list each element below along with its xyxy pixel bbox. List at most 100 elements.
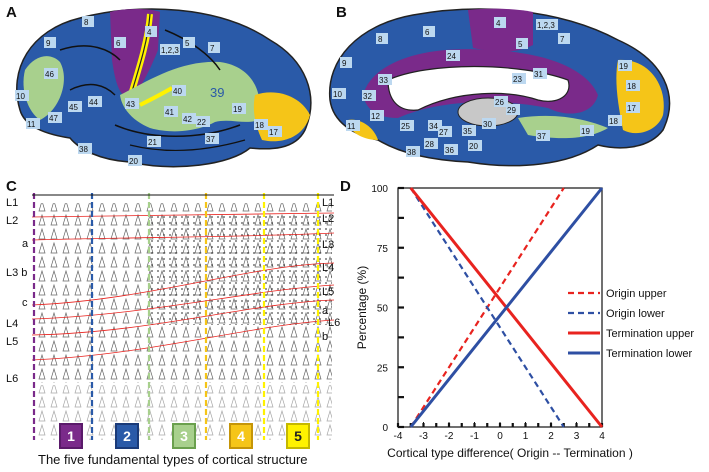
svg-text:4: 4 [147,28,152,37]
svg-text:37: 37 [206,135,215,144]
x-tick-label: 1 [523,431,529,442]
layer-label-right-l6: L6 [328,317,341,329]
svg-text:17: 17 [269,128,278,137]
svg-text:18: 18 [255,121,264,130]
svg-text:44: 44 [89,98,98,107]
svg-text:35: 35 [463,127,472,136]
svg-text:18: 18 [627,82,636,91]
legend-label-3: Termination lower [606,348,693,360]
svg-text:40: 40 [173,87,182,96]
x-tick-label: 4 [599,431,605,442]
x-tick-label: -4 [394,431,403,442]
layer-label-right-l2: L2 [322,213,335,225]
x-tick-label: 3 [574,431,580,442]
series-line-1 [409,187,565,428]
layer-label-l6: L6 [6,373,19,385]
layer-label-right-l4: L4 [322,262,335,274]
svg-text:12: 12 [371,112,380,121]
svg-text:8: 8 [84,18,89,27]
svg-text:10: 10 [333,90,342,99]
layer-label-a: a [22,238,29,250]
y-tick-label: 50 [377,304,389,315]
layer-label-right-a: a [322,305,329,317]
y-axis-label: Percentage (%) [355,266,369,349]
series-line-3 [409,187,604,428]
y-tick-label: 25 [377,363,389,374]
cortical-layers-illustration [31,191,335,441]
svg-text:19: 19 [233,105,242,114]
layer-label-right-l5: L5 [322,286,335,298]
svg-text:5: 5 [518,40,523,49]
cortical-type-5: 5 [286,423,310,449]
svg-text:47: 47 [49,114,58,123]
svg-text:37: 37 [537,132,546,141]
svg-text:27: 27 [439,128,448,137]
svg-text:39: 39 [210,85,224,100]
svg-text:9: 9 [46,39,51,48]
svg-text:24: 24 [447,52,456,61]
svg-text:5: 5 [185,39,190,48]
svg-text:42: 42 [183,115,192,124]
layer-label-l1: L1 [6,197,19,209]
layer-label-c: c [22,297,28,309]
svg-text:17: 17 [627,104,636,113]
lateral-brain-map: 8 4 6 1,2,3 5 7 9 46 10 45 44 43 40 39 4… [15,8,312,168]
svg-text:10: 10 [16,92,25,101]
y-tick-label: 100 [371,184,388,195]
svg-text:20: 20 [469,142,478,151]
svg-text:30: 30 [483,120,492,129]
layer-label-l5: L5 [6,336,19,348]
legend-label-1: Origin lower [606,308,665,320]
svg-text:6: 6 [116,39,121,48]
layer-label-l2: L2 [6,215,19,227]
svg-text:45: 45 [69,103,78,112]
svg-text:19: 19 [619,62,628,71]
svg-text:34: 34 [429,122,438,131]
medial-brain-map: 4 1,2,3 6 8 5 7 9 24 31 23 19 18 33 32 1… [328,8,671,167]
svg-text:7: 7 [560,35,565,44]
svg-text:22: 22 [197,118,206,127]
cortical-type-1: 1 [59,423,83,449]
legend-label-0: Origin upper [606,288,667,300]
svg-text:1,2,3: 1,2,3 [537,21,555,30]
layer-label-right-l1: L1 [322,197,335,209]
svg-text:6: 6 [425,28,430,37]
svg-text:18: 18 [609,117,618,126]
panel-label-a: A [6,4,17,21]
svg-text:36: 36 [445,146,454,155]
plot-frame [397,187,603,428]
x-tick-label: 2 [548,431,554,442]
svg-text:33: 33 [379,76,388,85]
cortical-type-3: 3 [172,423,196,449]
legend-label-2: Termination upper [606,328,694,340]
svg-text:11: 11 [347,122,356,131]
x-tick-label: -3 [419,431,428,442]
cortical-type-2: 2 [115,423,139,449]
svg-text:38: 38 [79,145,88,154]
svg-text:21: 21 [148,138,157,147]
x-tick-label: -2 [445,431,454,442]
svg-text:19: 19 [581,127,590,136]
layer-label-right-l3: L3 [322,239,335,251]
cortex-caption: The five fundamental types of cortical s… [38,452,308,467]
svg-text:26: 26 [495,98,504,107]
svg-text:25: 25 [401,122,410,131]
x-axis-label: Cortical type difference( Origin -- Term… [387,446,633,460]
svg-text:38: 38 [407,148,416,157]
svg-text:29: 29 [507,106,516,115]
svg-text:41: 41 [165,108,174,117]
svg-text:46: 46 [45,70,54,79]
svg-text:11: 11 [27,120,36,129]
svg-text:8: 8 [378,35,383,44]
svg-text:20: 20 [129,157,138,166]
x-tick-label: 0 [497,431,503,442]
svg-text:43: 43 [126,100,135,109]
layer-label-l3b: L3 b [6,267,28,279]
panel-label-d: D [340,178,351,195]
svg-text:32: 32 [363,92,372,101]
svg-text:7: 7 [210,44,215,53]
panel-label-b: B [336,4,347,21]
layer-label-right-b: b [322,331,329,343]
svg-text:23: 23 [513,75,522,84]
